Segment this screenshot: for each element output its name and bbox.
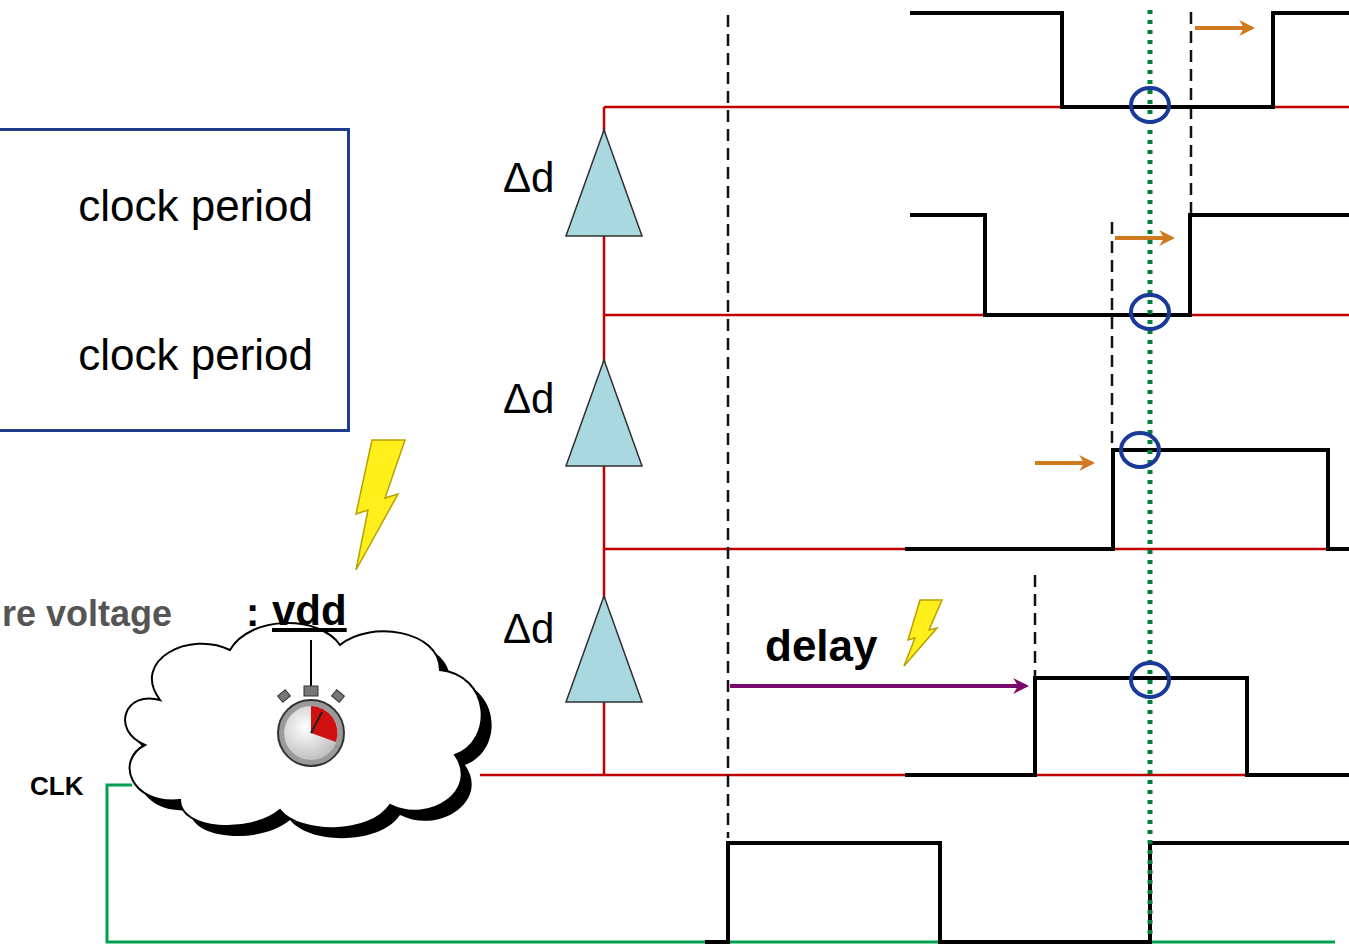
delay-text: delay [765, 624, 878, 668]
stopwatch-icon [278, 640, 345, 766]
condition-text: clock period [78, 333, 313, 377]
reference-line [728, 12, 1191, 838]
voltage-label: re voltage [2, 596, 172, 632]
logic-cloud [125, 623, 492, 838]
delay-arrow [730, 684, 1026, 688]
waveform [705, 13, 1349, 942]
sampling-edge [1148, 10, 1153, 940]
separator: : [246, 592, 259, 632]
delay-label: Δd [503, 378, 554, 420]
condition-box: clock period clock period [0, 128, 350, 432]
delay-label: Δd [503, 608, 554, 650]
delay-chain-wires [480, 107, 1349, 775]
signal-name: CLK [30, 773, 83, 799]
buffer-symbol [566, 130, 642, 702]
sample-point [1121, 88, 1169, 697]
delay-label: Δd [503, 157, 554, 199]
condition-text: clock period [78, 184, 313, 228]
shift-arrow [1035, 28, 1252, 463]
signal-name: vdd [272, 590, 347, 632]
